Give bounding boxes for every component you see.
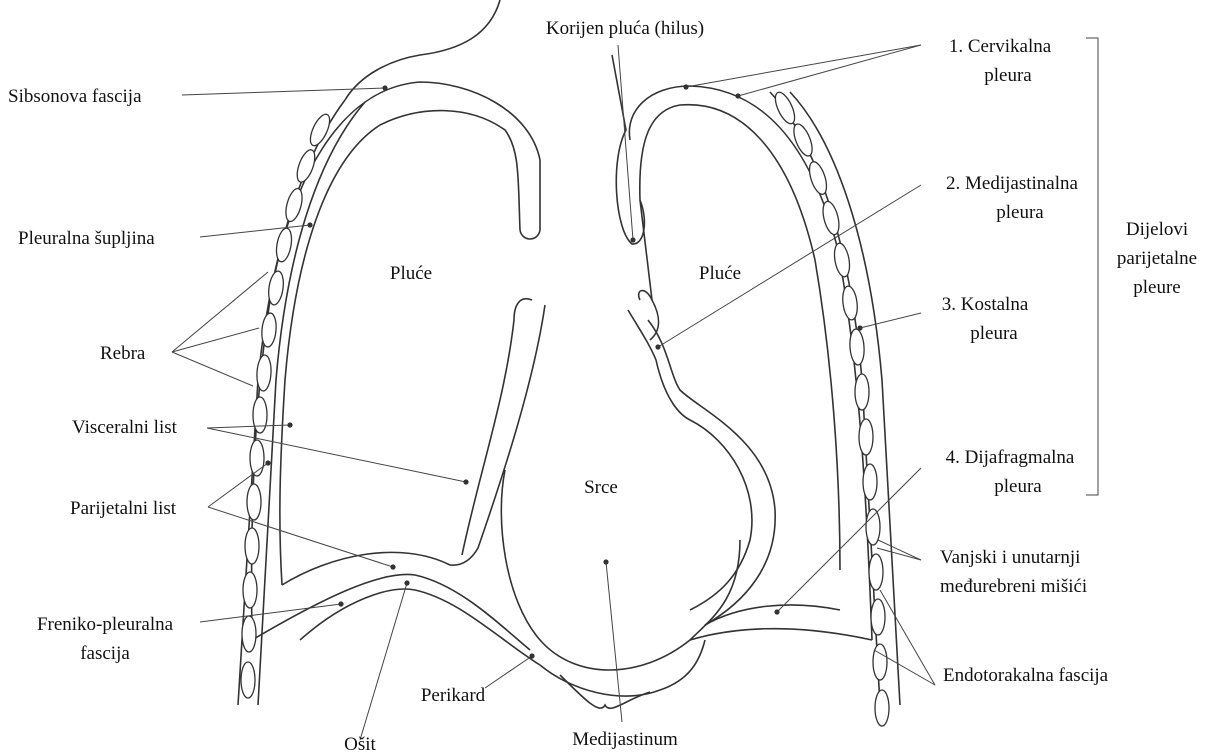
label-sibsonova-fascija: Sibsonova fascija [8, 86, 142, 107]
rib-ellipse [849, 329, 865, 366]
label-osit: Ošit [344, 734, 376, 754]
rib-ellipse [790, 122, 816, 159]
label-pluce-left: Pluće [390, 263, 432, 284]
rib-ellipse [806, 160, 830, 197]
rib-ellipse [859, 419, 873, 455]
rib-ellipse [863, 464, 877, 500]
label-medurebreni-misici: međurebreni mišići [940, 576, 1087, 597]
rib-ellipse [274, 227, 294, 263]
label-medijastinalna: 2. Medijastinalna [946, 173, 1078, 194]
label-korijen-pluca: Korijen pluća (hilus) [546, 18, 704, 39]
rib-ellipse [294, 148, 319, 185]
rib-ellipse [832, 242, 852, 278]
anatomy-outlines [238, 0, 900, 708]
label-srce: Srce [584, 477, 618, 498]
anchor-dots [265, 84, 862, 658]
label-endotorakalna-fascija: Endotorakalna fascija [943, 665, 1109, 686]
label-dijafragmalna: 4. Dijafragmalna [946, 447, 1075, 468]
rib-ellipse [306, 112, 333, 149]
rib-ellipse [771, 90, 798, 127]
label-pleuralna-supljina: Pleuralna šupljina [18, 228, 155, 249]
rib-ellipse [855, 374, 869, 410]
label-cervikalna: 1. Cervikalna [949, 36, 1052, 57]
label-dijelovi: Dijelovi [1126, 219, 1188, 240]
label-pluce-right: Pluće [699, 263, 741, 284]
ribs [241, 90, 889, 726]
label-pleure: pleure [1133, 277, 1180, 298]
label-kostalna-pleura: pleura [970, 323, 1018, 344]
rib-ellipse [820, 200, 842, 236]
label-rebra: Rebra [100, 343, 146, 364]
label-freniko-pleuralna: Freniko-pleuralna [37, 614, 174, 635]
rib-ellipse [253, 397, 267, 433]
label-medijastinum: Medijastinum [572, 729, 678, 750]
rib-ellipse [245, 528, 259, 564]
labels: Korijen pluća (hilus) Sibsonova fascija … [8, 18, 1197, 754]
rib-ellipse [869, 554, 883, 590]
label-freniko-fascija: fascija [80, 643, 130, 664]
label-parijetalne: parijetalne [1117, 248, 1197, 269]
label-vanjski-unutarnji: Vanjski i unutarnji [940, 547, 1080, 568]
label-perikard: Perikard [421, 685, 486, 706]
rib-ellipse [256, 355, 272, 392]
rib-ellipse [866, 509, 880, 545]
rib-ellipse [283, 187, 305, 223]
rib-ellipse [241, 662, 255, 698]
label-medijastinalna-pleura: pleura [996, 202, 1044, 223]
rib-ellipse [873, 644, 887, 680]
label-kostalna: 3. Kostalna [942, 294, 1029, 315]
label-parijetalni-list: Parijetalni list [70, 498, 177, 519]
label-dijafragmalna-pleura: pleura [994, 476, 1042, 497]
rib-ellipse [875, 690, 889, 726]
rib-ellipse [841, 285, 859, 320]
rib-ellipse [871, 599, 885, 635]
rib-ellipse [242, 616, 256, 652]
label-visceralni-list: Visceralni list [72, 417, 178, 438]
label-cervikalna-pleura: pleura [984, 65, 1032, 86]
rib-ellipse [247, 484, 261, 520]
rib-ellipse [243, 572, 257, 608]
rib-ellipse [267, 270, 286, 306]
rib-ellipse [261, 312, 278, 347]
